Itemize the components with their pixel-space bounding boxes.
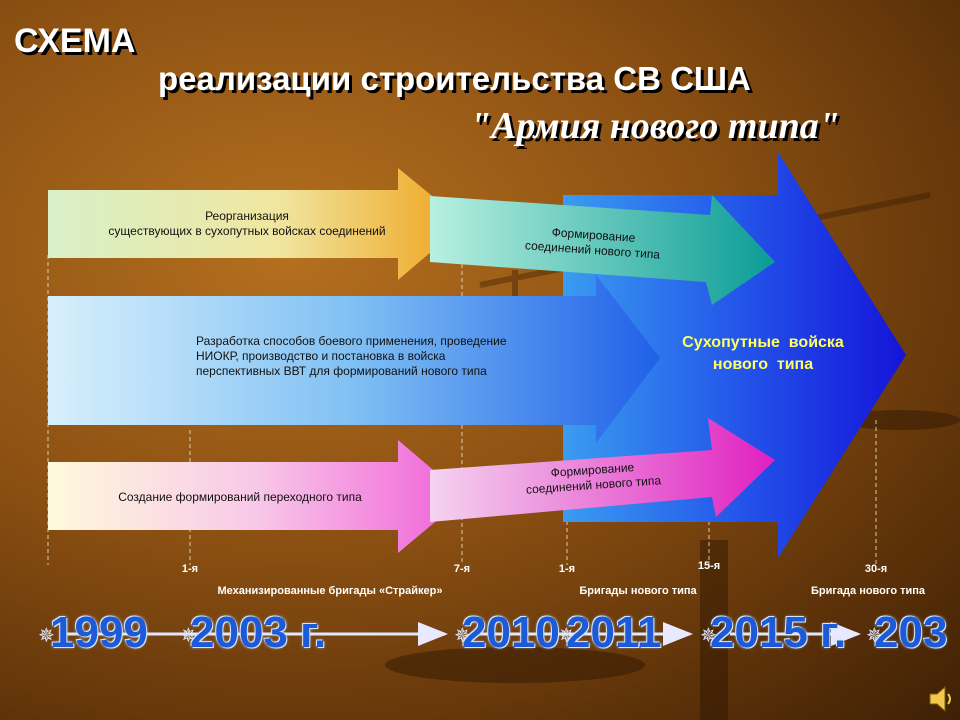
slide-subtitle: реализации строительства СВ США [158,60,751,97]
star-icon: ✵ [454,623,471,647]
development-label: Разработка способов боевого применения, … [196,334,507,378]
scale-pillar [700,540,728,720]
formation-arrow-top [430,195,775,305]
scale-pan [385,647,645,683]
year-label: 2003 г. [190,608,327,657]
tick-label: 1-я [181,563,199,575]
speaker-icon[interactable] [928,684,954,714]
axis-group-label: Бригады нового типа [579,585,697,597]
new-army-label: Сухопутные войска нового типа [682,334,844,373]
year-label: 2011 [566,608,662,657]
axis-group-label: Механизированные бригады «Страйкер» [217,585,443,597]
star-icon: ✵ [866,623,883,647]
tick-label: 15-я [697,560,721,572]
slide-army-title: "Армия нового типа" [470,105,840,147]
formation-arrow-bottom [430,418,775,522]
year-label: 203 [874,608,948,657]
tick-label: 1-я [558,563,576,575]
year-label: 2010 [462,608,560,657]
star-icon: ✵ [38,623,55,647]
transition-arrow [48,440,465,553]
year-label: 1999 [50,608,148,657]
tick-label: 7-я [453,563,471,575]
transition-label: Создание формирований переходного типа [118,490,362,504]
development-arrow [48,275,660,443]
slide-title: СХЕМА [14,22,136,60]
reorganization-label: Реорганизация существующих в сухопутных … [108,209,386,238]
star-icon: ✵ [558,623,575,647]
star-icon: ✵ [700,623,717,647]
tick-label: 30-я [864,563,888,575]
star-icon: ✵ [180,623,197,647]
reorganization-arrow [48,168,465,280]
year-label: 2015 г. [710,608,847,657]
axis-group-label: Бригада нового типа [810,585,926,597]
